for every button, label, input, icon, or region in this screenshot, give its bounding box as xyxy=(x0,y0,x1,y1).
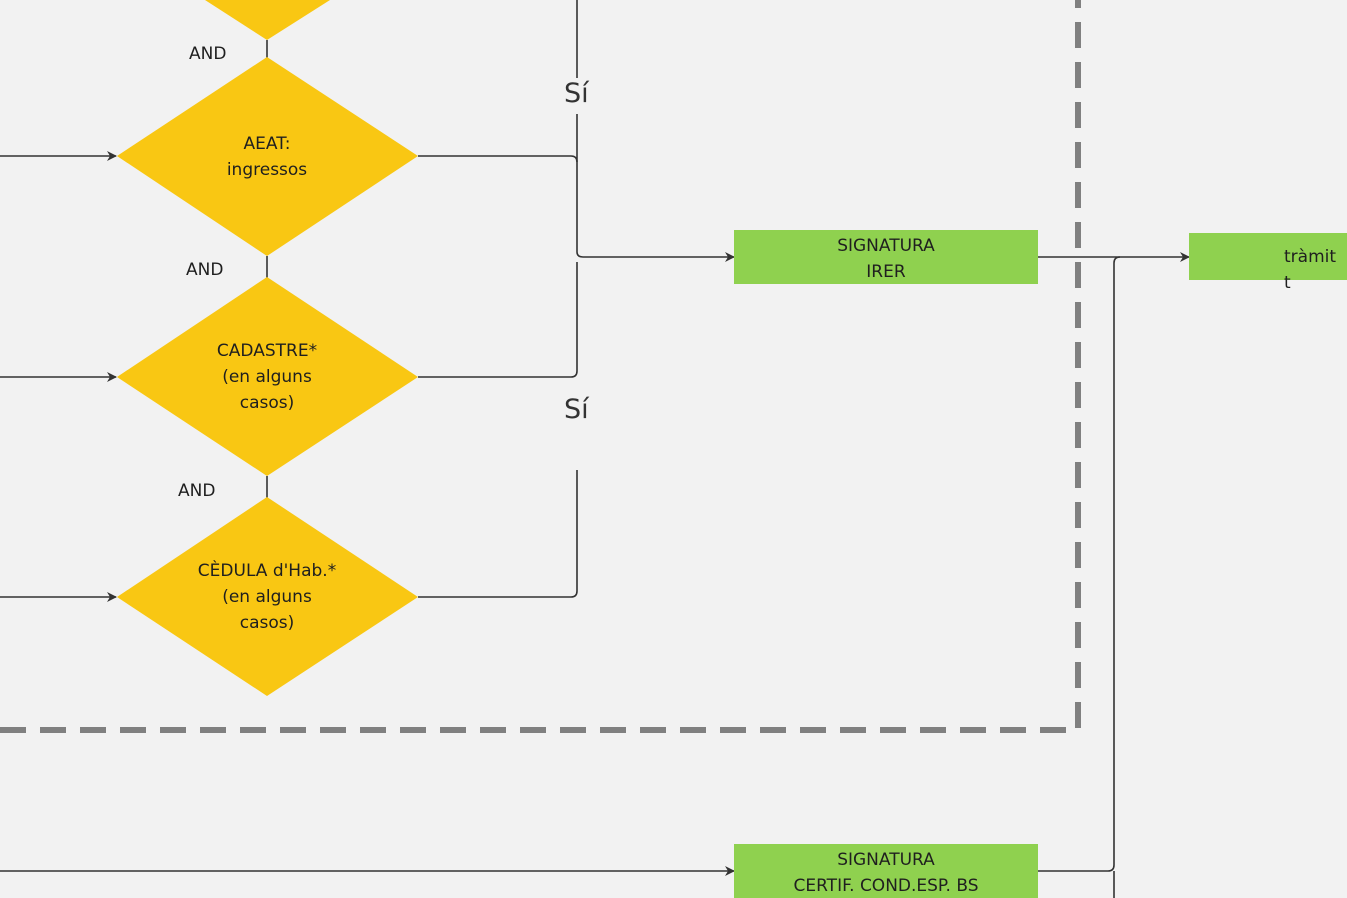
process-boundary xyxy=(0,0,1081,733)
and-label-1: AND xyxy=(189,44,227,64)
decision-cadastre-label: CADASTRE* (en alguns casos) xyxy=(216,341,318,413)
decision-cedula xyxy=(117,497,418,696)
decision-cadastre xyxy=(117,277,418,476)
decision-top-partial xyxy=(205,0,330,40)
step-signatura-irer-label: SIGNATURA IRER xyxy=(837,236,935,282)
step-signatura-irer-box xyxy=(734,230,1038,284)
step-tramit-label: tràmit t xyxy=(1284,247,1337,293)
step-signatura-certif-box xyxy=(734,844,1038,898)
decision-aeat xyxy=(117,57,418,256)
decision-cedula-label: CÈDULA d'Hab.* (en alguns casos) xyxy=(197,561,337,633)
and-label-3: AND xyxy=(178,481,216,501)
aeat-yes-line xyxy=(418,155,578,163)
and-label-2: AND xyxy=(186,260,224,280)
decision-aeat-label: AEAT: ingressos xyxy=(226,134,308,180)
certif-to-tramit-line xyxy=(1038,256,1121,872)
step-tramit-box xyxy=(1189,233,1347,280)
step-signatura-certif-label: SIGNATURA CERTIF. COND.ESP. BS xyxy=(793,850,979,896)
cedula-yes-line xyxy=(418,470,578,598)
cadastre-yes-line xyxy=(418,262,578,378)
yes-label-2: Sí xyxy=(564,394,589,425)
yes-label-1: Sí xyxy=(564,78,589,109)
arrow-to-signatura-irer xyxy=(576,251,735,262)
